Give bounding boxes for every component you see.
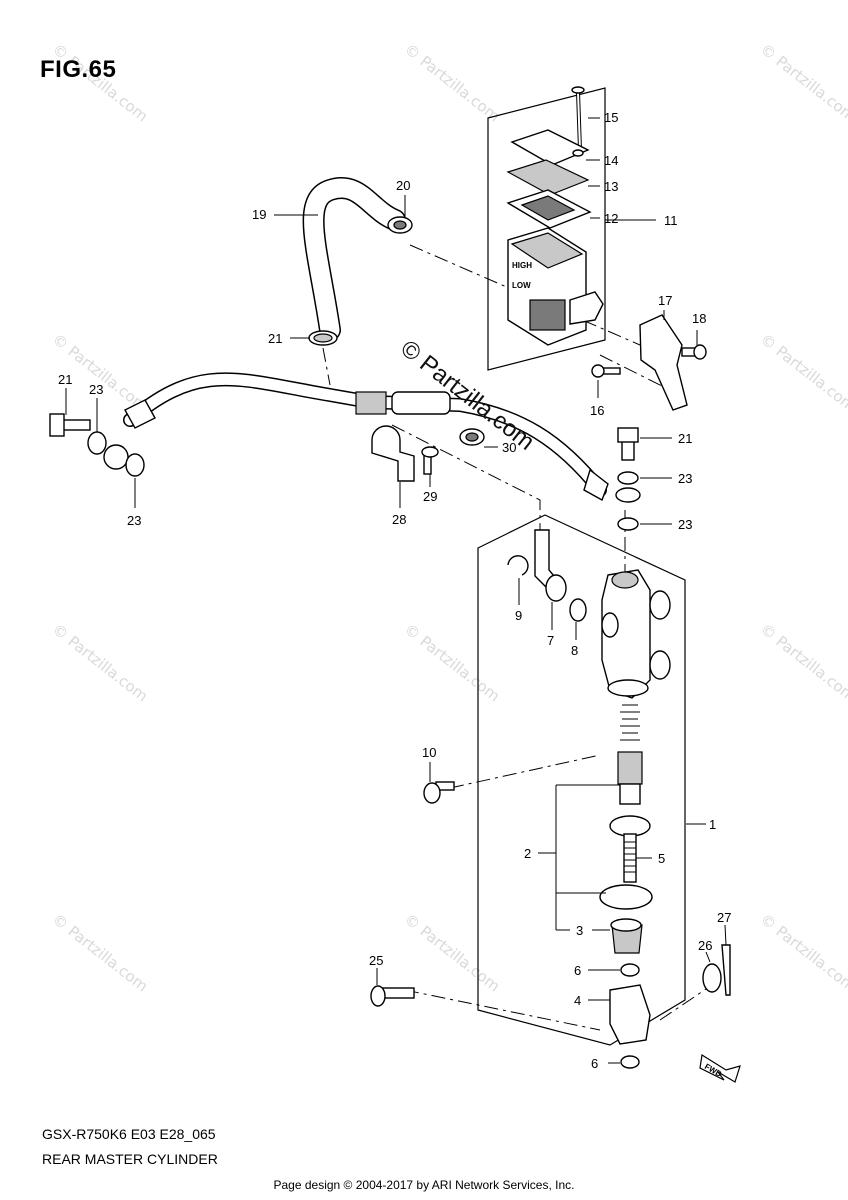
callout-12: 12 [604, 211, 618, 226]
hose-bracket [639, 314, 688, 411]
inlet-grommet [545, 574, 567, 602]
callout-11: 11 [664, 213, 678, 228]
callout-7: 7 [547, 633, 554, 648]
sealing-washer [617, 471, 639, 485]
reservoir-cap-screw [571, 86, 585, 151]
sealing-washer [617, 517, 639, 531]
assembly-line [404, 989, 601, 1031]
callout-16: 16 [590, 403, 604, 418]
diaphragm-plate [506, 159, 590, 196]
hose-clamp [387, 216, 413, 234]
callout-23: 21 [58, 372, 72, 387]
hose-end-right [583, 468, 609, 502]
sealing-washer [87, 431, 107, 455]
callout-4: 4 [574, 993, 581, 1008]
callout-29: 29 [423, 489, 437, 504]
callout-15: 15 [604, 110, 618, 125]
reservoir-high-label: HIGH [512, 261, 532, 270]
hose-clamp-bracket [371, 425, 415, 482]
callout-24: 23 [127, 513, 141, 528]
master-cylinder-group-box [477, 514, 686, 1046]
callout-17: 17 [658, 293, 672, 308]
callout-25: 25 [369, 953, 383, 968]
bracket-screw [591, 364, 621, 378]
model-code: GSX-R750K6 E03 E28_065 [42, 1126, 216, 1142]
callout-1: 1 [709, 817, 716, 832]
reservoir-diaphragm [506, 189, 592, 229]
callout-27: 27 [717, 910, 731, 925]
circlip [507, 555, 529, 576]
callout-14: 14 [604, 153, 618, 168]
callout-23: 21 [678, 431, 692, 446]
return-spring [620, 704, 640, 741]
clevis-pin [370, 985, 415, 1007]
cotter-pin [721, 944, 731, 996]
snap-ring [599, 884, 653, 910]
callout-8: 8 [571, 643, 578, 658]
callout-6: 6 [591, 1056, 598, 1071]
callout-28: 28 [392, 512, 406, 527]
callout-13: 13 [604, 179, 618, 194]
callout-26: 26 [698, 938, 712, 953]
callout-21: 21 [268, 331, 282, 346]
washer [702, 963, 722, 993]
piston-cup [617, 751, 643, 785]
callout-18: 18 [692, 311, 706, 326]
hose-clip [459, 428, 485, 446]
reservoir-group-box [487, 87, 606, 371]
callout-3: 3 [576, 923, 583, 938]
o-ring [569, 598, 587, 622]
callout-10: 10 [422, 745, 436, 760]
callout-2: 2 [524, 846, 531, 861]
master-cylinder-body [601, 569, 671, 699]
banjo-bolt-right [617, 427, 639, 461]
banjo-fitting [615, 487, 641, 503]
bracket-bolt [681, 344, 707, 360]
callout-19: 19 [252, 207, 266, 222]
page-footer: Page design © 2004-2017 by ARI Network S… [273, 1178, 575, 1192]
push-rod-seat [609, 815, 651, 837]
callout-20: 20 [396, 178, 410, 193]
callout-24: 23 [678, 471, 692, 486]
piston [619, 783, 641, 805]
banjo-fitting [103, 444, 129, 470]
assembly-line [322, 347, 331, 386]
callout-30: 30 [502, 440, 516, 455]
push-rod [623, 833, 637, 883]
callout-6: 6 [574, 963, 581, 978]
figure-caption: REAR MASTER CYLINDER [42, 1151, 218, 1167]
assembly-line [449, 754, 601, 789]
hose-sleeve [391, 391, 451, 415]
callout-24: 23 [89, 382, 103, 397]
lock-nut [620, 963, 640, 977]
sealing-washer [125, 453, 145, 477]
callout-24: 23 [678, 517, 692, 532]
reservoir-body: HIGH LOW [507, 227, 604, 346]
assembly-line [659, 984, 713, 1021]
lock-nut [620, 1055, 640, 1069]
banjo-bolt-left [49, 413, 91, 437]
hose-end-left [124, 399, 156, 429]
figure-title: FIG.65 [40, 56, 117, 83]
callout-5: 5 [658, 851, 665, 866]
reservoir-cap-plate [510, 129, 590, 166]
assembly-line [409, 244, 641, 346]
callout-9: 9 [515, 608, 522, 623]
forward-arrow-icon: FWD [699, 1054, 741, 1083]
clamp-bolt [421, 446, 439, 475]
clevis [609, 984, 651, 1045]
hose-clamp [308, 330, 338, 346]
reservoir-screw [423, 781, 455, 804]
hose-fitting [355, 391, 387, 415]
leader-lines [65, 117, 727, 1064]
reservoir-low-label: LOW [512, 281, 531, 290]
